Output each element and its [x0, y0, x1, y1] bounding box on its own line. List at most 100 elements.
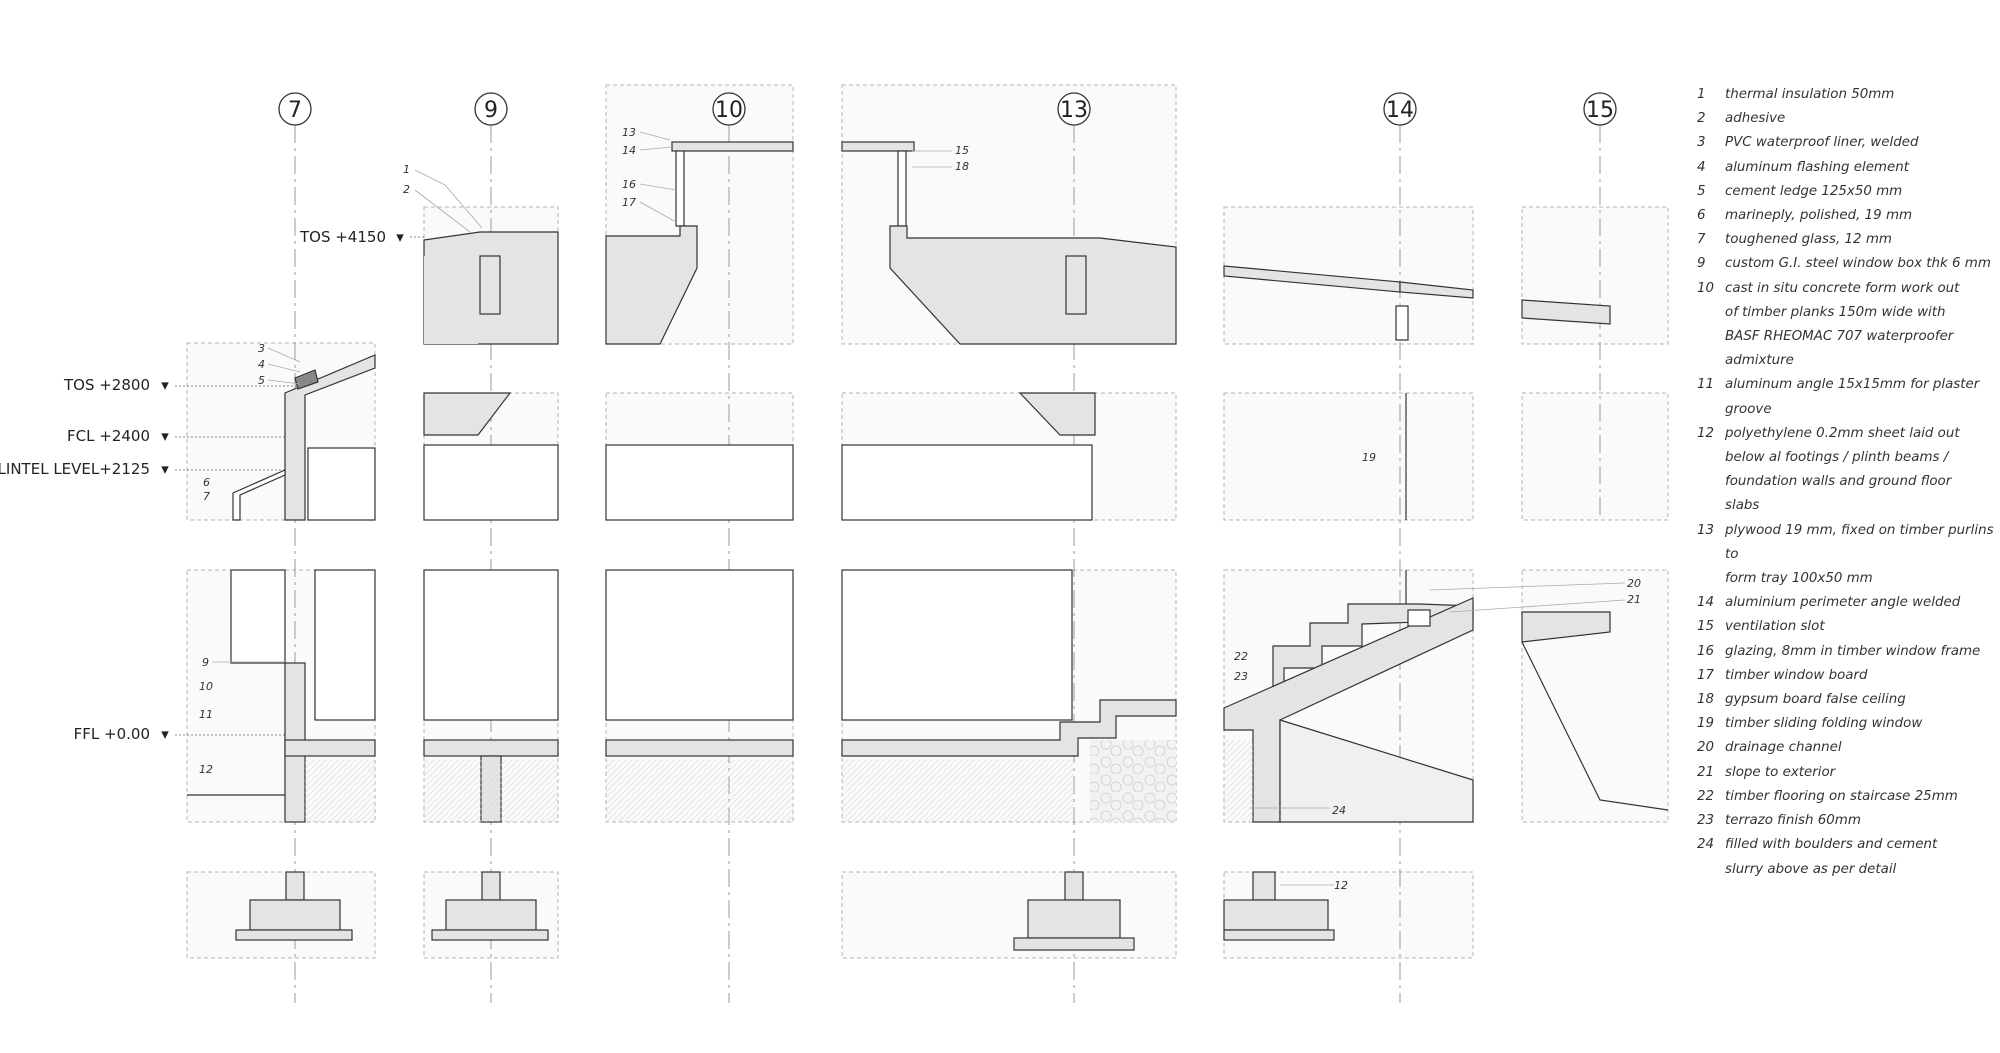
legend-text: ventilation slot	[1725, 619, 1825, 635]
level-tos-2800: TOS +2800	[63, 376, 150, 394]
callout-15: 15	[955, 144, 969, 157]
section-9-window-lower	[423, 569, 559, 721]
legend-number: 19	[1697, 716, 1715, 732]
section-14-footing-pcc	[1223, 929, 1335, 941]
callout-12: 12	[199, 763, 213, 776]
legend-item: slurry above as per detail	[1697, 858, 1997, 882]
grid-label-9: 9	[484, 98, 498, 123]
panel-14-mid	[1223, 392, 1474, 521]
section-7-fill	[305, 760, 375, 822]
callout-5: 5	[258, 374, 265, 387]
grid-labels: 7 9 10 13 14 15	[288, 98, 1614, 123]
legend-number: 14	[1697, 595, 1715, 611]
section-13-footing-pcc	[1013, 937, 1135, 951]
legend-item: of timber planks 150m wide with	[1697, 301, 1997, 325]
legend-item: below al footings / plinth beams /	[1697, 446, 1997, 470]
legend-number: 10	[1697, 280, 1715, 296]
legend-text: terrazo finish 60mm	[1725, 813, 1861, 829]
panel-15-mid	[1521, 392, 1669, 521]
legend-number: 15	[1697, 619, 1715, 635]
section-7-footing-pcc	[235, 929, 353, 941]
legend-text: groove	[1725, 401, 1772, 417]
legend-text: plywood 19 mm, fixed on timber purlins t…	[1725, 522, 1994, 562]
level-ffl-0-arrow: ▾	[161, 725, 169, 743]
section-7-glass-lower	[314, 569, 376, 721]
section-14-roof-extension	[1399, 281, 1474, 299]
legend-text: slurry above as per detail	[1725, 861, 1897, 877]
grid-bubble-13	[1057, 92, 1091, 126]
section-13-mid-window	[841, 444, 1093, 521]
legend-number: 20	[1697, 740, 1715, 756]
section-13-mid-soffit	[1018, 392, 1096, 436]
legend-text: form tray 100x50 mm	[1725, 571, 1873, 587]
callout-13: 13	[622, 126, 636, 139]
legend-number	[1697, 301, 1725, 325]
section-9	[423, 231, 559, 941]
section-10-roof-tray	[671, 141, 794, 152]
level-markers: TOS +4150 ▾ TOS +2800 ▾ FCL +2400 ▾ LINT…	[0, 228, 424, 743]
grid-bubble-14	[1383, 92, 1417, 126]
legend-item: 15 ventilation slot	[1697, 615, 1997, 639]
legend-number	[1697, 494, 1725, 518]
section-7-footing-stem	[285, 871, 305, 901]
callout-7: 7	[203, 490, 210, 503]
legend-text: foundation walls and ground floor	[1725, 474, 1952, 490]
section-14-boulder-fill	[1224, 740, 1253, 822]
section-15	[1521, 299, 1669, 811]
legend-text: adhesive	[1725, 111, 1786, 127]
legend-number: 2	[1697, 111, 1706, 127]
callout-21: 21	[1627, 593, 1641, 606]
legend-number: 12	[1697, 425, 1715, 441]
section-13-footing	[1027, 899, 1121, 939]
section-13-fill	[842, 760, 1074, 822]
legend-item: groove	[1697, 398, 1997, 422]
callout-20: 20	[1627, 577, 1641, 590]
section-9-window-frame	[423, 444, 559, 521]
section-9-footing	[445, 899, 537, 931]
legend-number: 18	[1697, 692, 1715, 708]
callout-19: 19	[1362, 451, 1376, 464]
section-7-glass-canopy	[232, 469, 286, 521]
legend-text: admixture	[1725, 353, 1794, 369]
section-9-footing-stem	[481, 871, 501, 901]
legend-text: aluminum angle 15x15mm for plaster	[1725, 377, 1980, 393]
panel-frames	[186, 84, 1669, 959]
legend-text: of timber planks 150m wide with	[1725, 304, 1946, 320]
section-7	[187, 354, 376, 941]
legend-text: PVC waterproof liner, welded	[1725, 135, 1919, 151]
callout-10: 10	[199, 680, 213, 693]
section-9-mid-soffit	[423, 392, 512, 436]
section-15-roof-end	[1521, 299, 1611, 325]
section-14-drain	[1407, 609, 1431, 627]
grid-bubble-15	[1583, 92, 1617, 126]
legend-text: toughened glass, 12 mm	[1725, 232, 1892, 248]
legend-text: timber flooring on staircase 25mm	[1725, 788, 1958, 804]
level-fcl-2400: FCL +2400	[67, 427, 150, 445]
level-lintel-2125-arrow: ▾	[161, 460, 169, 478]
section-7-footing	[249, 899, 341, 931]
section-7-floor-slab	[284, 739, 376, 757]
legend-number	[1697, 325, 1725, 349]
section-10-floor-slab	[605, 739, 794, 757]
legend-item: foundation walls and ground floor	[1697, 470, 1997, 494]
leader-lines	[212, 131, 1626, 886]
section-15-lower-slab	[1521, 611, 1611, 643]
legend-number: 11	[1697, 377, 1715, 393]
legend-text: marineply, polished, 19 mm	[1725, 208, 1913, 224]
section-14-footing-stem	[1252, 871, 1276, 901]
legend-number: 9	[1697, 256, 1706, 272]
callout-17: 17	[622, 196, 636, 209]
level-fcl-2400-arrow: ▾	[161, 427, 169, 445]
